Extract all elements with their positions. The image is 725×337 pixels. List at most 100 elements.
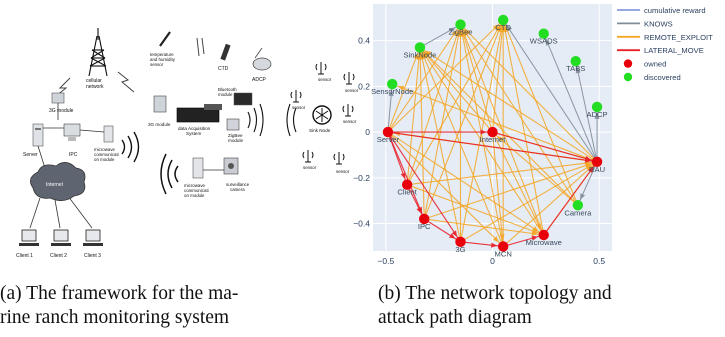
zigbee-label-2: module xyxy=(228,138,244,143)
edge-remote-exploit xyxy=(392,83,598,163)
node-owned xyxy=(591,156,603,168)
edge-remote-exploit-arrowhead xyxy=(424,51,431,58)
zigbee-label-1: ZigBee xyxy=(228,133,243,138)
edge-lateral-move xyxy=(543,161,598,236)
edge-remote-exploit xyxy=(459,24,504,247)
x-tick-label: 0.5 xyxy=(593,256,605,266)
topology-chart: ZigBeeCTDWSADSSinkNodeTABSSensorNodeADCP… xyxy=(353,4,713,266)
surveillance-camera-icon xyxy=(223,157,239,175)
edge-lateral-move-arrowhead xyxy=(400,172,406,180)
edge-remote-exploit xyxy=(460,24,598,163)
client-3-label: Client 3 xyxy=(84,253,101,259)
sensor-label-3: sensor xyxy=(292,105,306,110)
edge-remote-exploit xyxy=(387,131,545,236)
edge-knows-arrowhead xyxy=(506,25,512,32)
edge-knows xyxy=(575,61,598,162)
adcp-label: ADCP xyxy=(252,77,267,83)
client-1-icon xyxy=(19,229,39,246)
y-tick-label: 0.2 xyxy=(358,81,370,91)
node-owned xyxy=(538,229,549,241)
legend-label: discovered xyxy=(644,73,681,82)
edge-remote-exploit-arrowhead xyxy=(463,29,470,37)
framework-diagram: cellular network 3G module Server IPC mi… xyxy=(16,28,359,259)
edge-knows-arrowhead xyxy=(594,112,600,119)
node-label: Internet xyxy=(480,135,507,144)
node-label: TABS xyxy=(566,64,585,73)
bluetooth-module-icon xyxy=(233,92,253,106)
edge-remote-exploit-arrowhead xyxy=(586,165,593,172)
edge-lateral-move-arrowhead xyxy=(587,166,594,174)
edge-remote-exploit xyxy=(423,24,462,220)
edge-lateral-move xyxy=(387,131,598,163)
edge-knows xyxy=(502,19,598,163)
temperature-sensor-icon xyxy=(159,31,171,47)
mw-left-label-1: microwave xyxy=(94,147,116,152)
sink-node-label: Sink Node xyxy=(309,128,331,133)
node-label: SinkNode xyxy=(403,50,436,59)
cellular-tower-icon xyxy=(88,28,108,77)
edge-remote-exploit xyxy=(491,19,504,133)
client-2-icon xyxy=(51,229,71,246)
sensor-antenna-icon xyxy=(342,104,354,117)
bluetooth-label-1: Bluetooth xyxy=(218,87,237,92)
edge-remote-exploit xyxy=(406,47,421,185)
legend-label: REMOTE_EXPLOIT xyxy=(644,33,713,42)
edge-remote-exploit xyxy=(419,47,462,242)
node-owned xyxy=(487,126,498,138)
sensor-antenna-icon xyxy=(343,72,355,85)
edge-lateral-move-arrowhead xyxy=(416,207,422,214)
edge-remote-exploit-arrowhead xyxy=(492,236,499,243)
edge-lateral-move-arrowhead xyxy=(448,233,456,239)
legend-label: LATERAL_MOVE xyxy=(644,46,704,55)
legend-label: owned xyxy=(644,60,666,69)
edge-remote-exploit xyxy=(387,19,504,133)
node-label: CTD xyxy=(495,23,511,32)
sink-node-icon xyxy=(312,105,332,125)
node-label: SensorNode xyxy=(371,87,413,96)
3g-module-left-icon xyxy=(51,92,65,104)
caption-a-line-2: rine ranch monitoring system xyxy=(0,307,230,328)
node-owned xyxy=(419,213,430,225)
node-owned xyxy=(455,236,466,248)
edge-remote-exploit-arrowhead xyxy=(531,230,538,236)
sensor-label-6: sensor xyxy=(336,169,350,174)
data-acquisition-box-icon xyxy=(176,107,220,123)
sensor-antenna-icon xyxy=(333,152,345,165)
network-label: network xyxy=(86,84,104,90)
cellular-label: cellular xyxy=(86,78,102,84)
caption-b-line-2: attack path diagram xyxy=(378,307,532,328)
node-discovered xyxy=(387,78,398,90)
das-label-1: data Acquisition xyxy=(178,126,211,131)
legend-label: cumulative reward xyxy=(644,6,706,15)
client-3-icon xyxy=(83,229,103,246)
ctd-label: CTD xyxy=(218,66,229,72)
edge-remote-exploit xyxy=(502,19,579,206)
edge-knows-arrowhead xyxy=(388,90,394,97)
edge-lateral-move-arrowhead xyxy=(451,230,458,237)
edge-remote-exploit xyxy=(387,24,461,133)
edge-lateral-move-arrowhead xyxy=(531,235,538,241)
sensor-label-2: sensor xyxy=(345,88,359,93)
ipc-label: IPC xyxy=(69,152,78,158)
node-label: IPC xyxy=(418,222,431,231)
node-label: ZigBee xyxy=(448,28,472,37)
node-discovered xyxy=(414,42,426,53)
node-owned xyxy=(497,241,509,252)
edge-lateral-move-arrowhead xyxy=(480,129,487,135)
node-label: WSADS xyxy=(530,37,558,46)
caption-a-line-1: (a) The framework for the ma- xyxy=(0,283,239,304)
edge-remote-exploit xyxy=(387,47,421,133)
sensor-antenna-icon xyxy=(302,150,314,163)
internet-cloud-icon xyxy=(30,162,86,201)
node-label: Camera xyxy=(564,208,592,217)
edge-remote-exploit-arrowhead xyxy=(397,85,405,91)
ipc-icon xyxy=(63,123,81,141)
sensor-label-1: sensor xyxy=(318,77,332,82)
edge-lateral-move xyxy=(492,131,598,163)
edge-remote-exploit-arrowhead xyxy=(497,135,504,142)
wired-links xyxy=(29,103,105,229)
node-discovered xyxy=(572,200,584,211)
temp-label-2: and humidity xyxy=(150,57,176,62)
mw-left-label-3: on module xyxy=(94,157,115,162)
sensor-antenna-icon xyxy=(290,90,302,103)
